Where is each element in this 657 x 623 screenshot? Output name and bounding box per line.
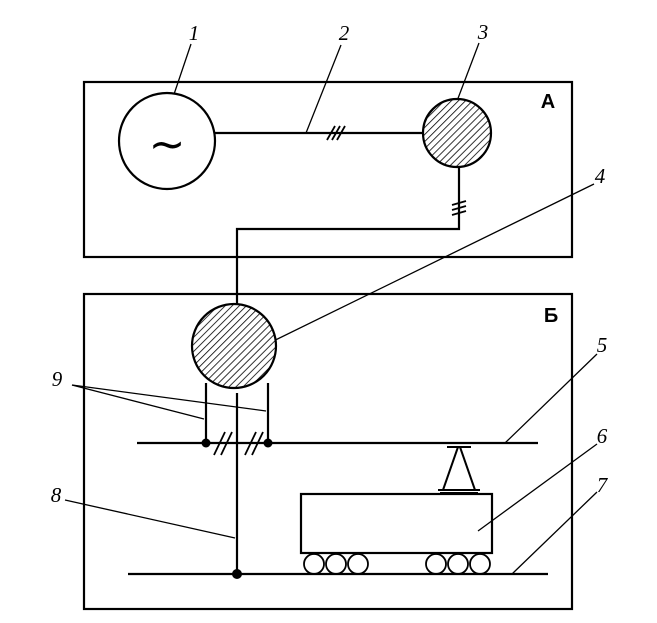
three-phase-mark-feeder bbox=[451, 200, 467, 216]
step-up-substation bbox=[421, 97, 493, 169]
traction-substation bbox=[190, 302, 278, 390]
feeder-line bbox=[235, 168, 461, 306]
zone-a-label: А bbox=[541, 91, 555, 113]
locomotive-wheels bbox=[303, 553, 491, 575]
callout-3: 3 bbox=[477, 20, 489, 44]
feeder-node-left bbox=[201, 438, 211, 448]
three-phase-mark-line-2 bbox=[326, 125, 346, 141]
zone-a-box bbox=[82, 80, 574, 259]
callout-1: 1 bbox=[189, 21, 200, 45]
section-insulators bbox=[213, 431, 264, 456]
callout-4: 4 bbox=[595, 164, 606, 188]
callout-5: 5 bbox=[597, 333, 608, 357]
feeder-node-right bbox=[263, 438, 273, 448]
callout-7: 7 bbox=[597, 473, 609, 497]
callout-6: 6 bbox=[597, 424, 608, 448]
generator-circle bbox=[117, 91, 217, 191]
generator-symbol: ~ bbox=[149, 119, 186, 170]
callout-9: 9 bbox=[52, 367, 63, 391]
callout-8: 8 bbox=[51, 483, 62, 507]
leader-lines bbox=[64, 42, 598, 575]
locomotive-body bbox=[299, 492, 494, 555]
rail-node bbox=[232, 569, 242, 579]
zone-b-label: Б bbox=[544, 305, 558, 327]
pantograph bbox=[438, 446, 480, 494]
zone-b-box bbox=[82, 292, 574, 611]
callout-2: 2 bbox=[339, 21, 350, 45]
